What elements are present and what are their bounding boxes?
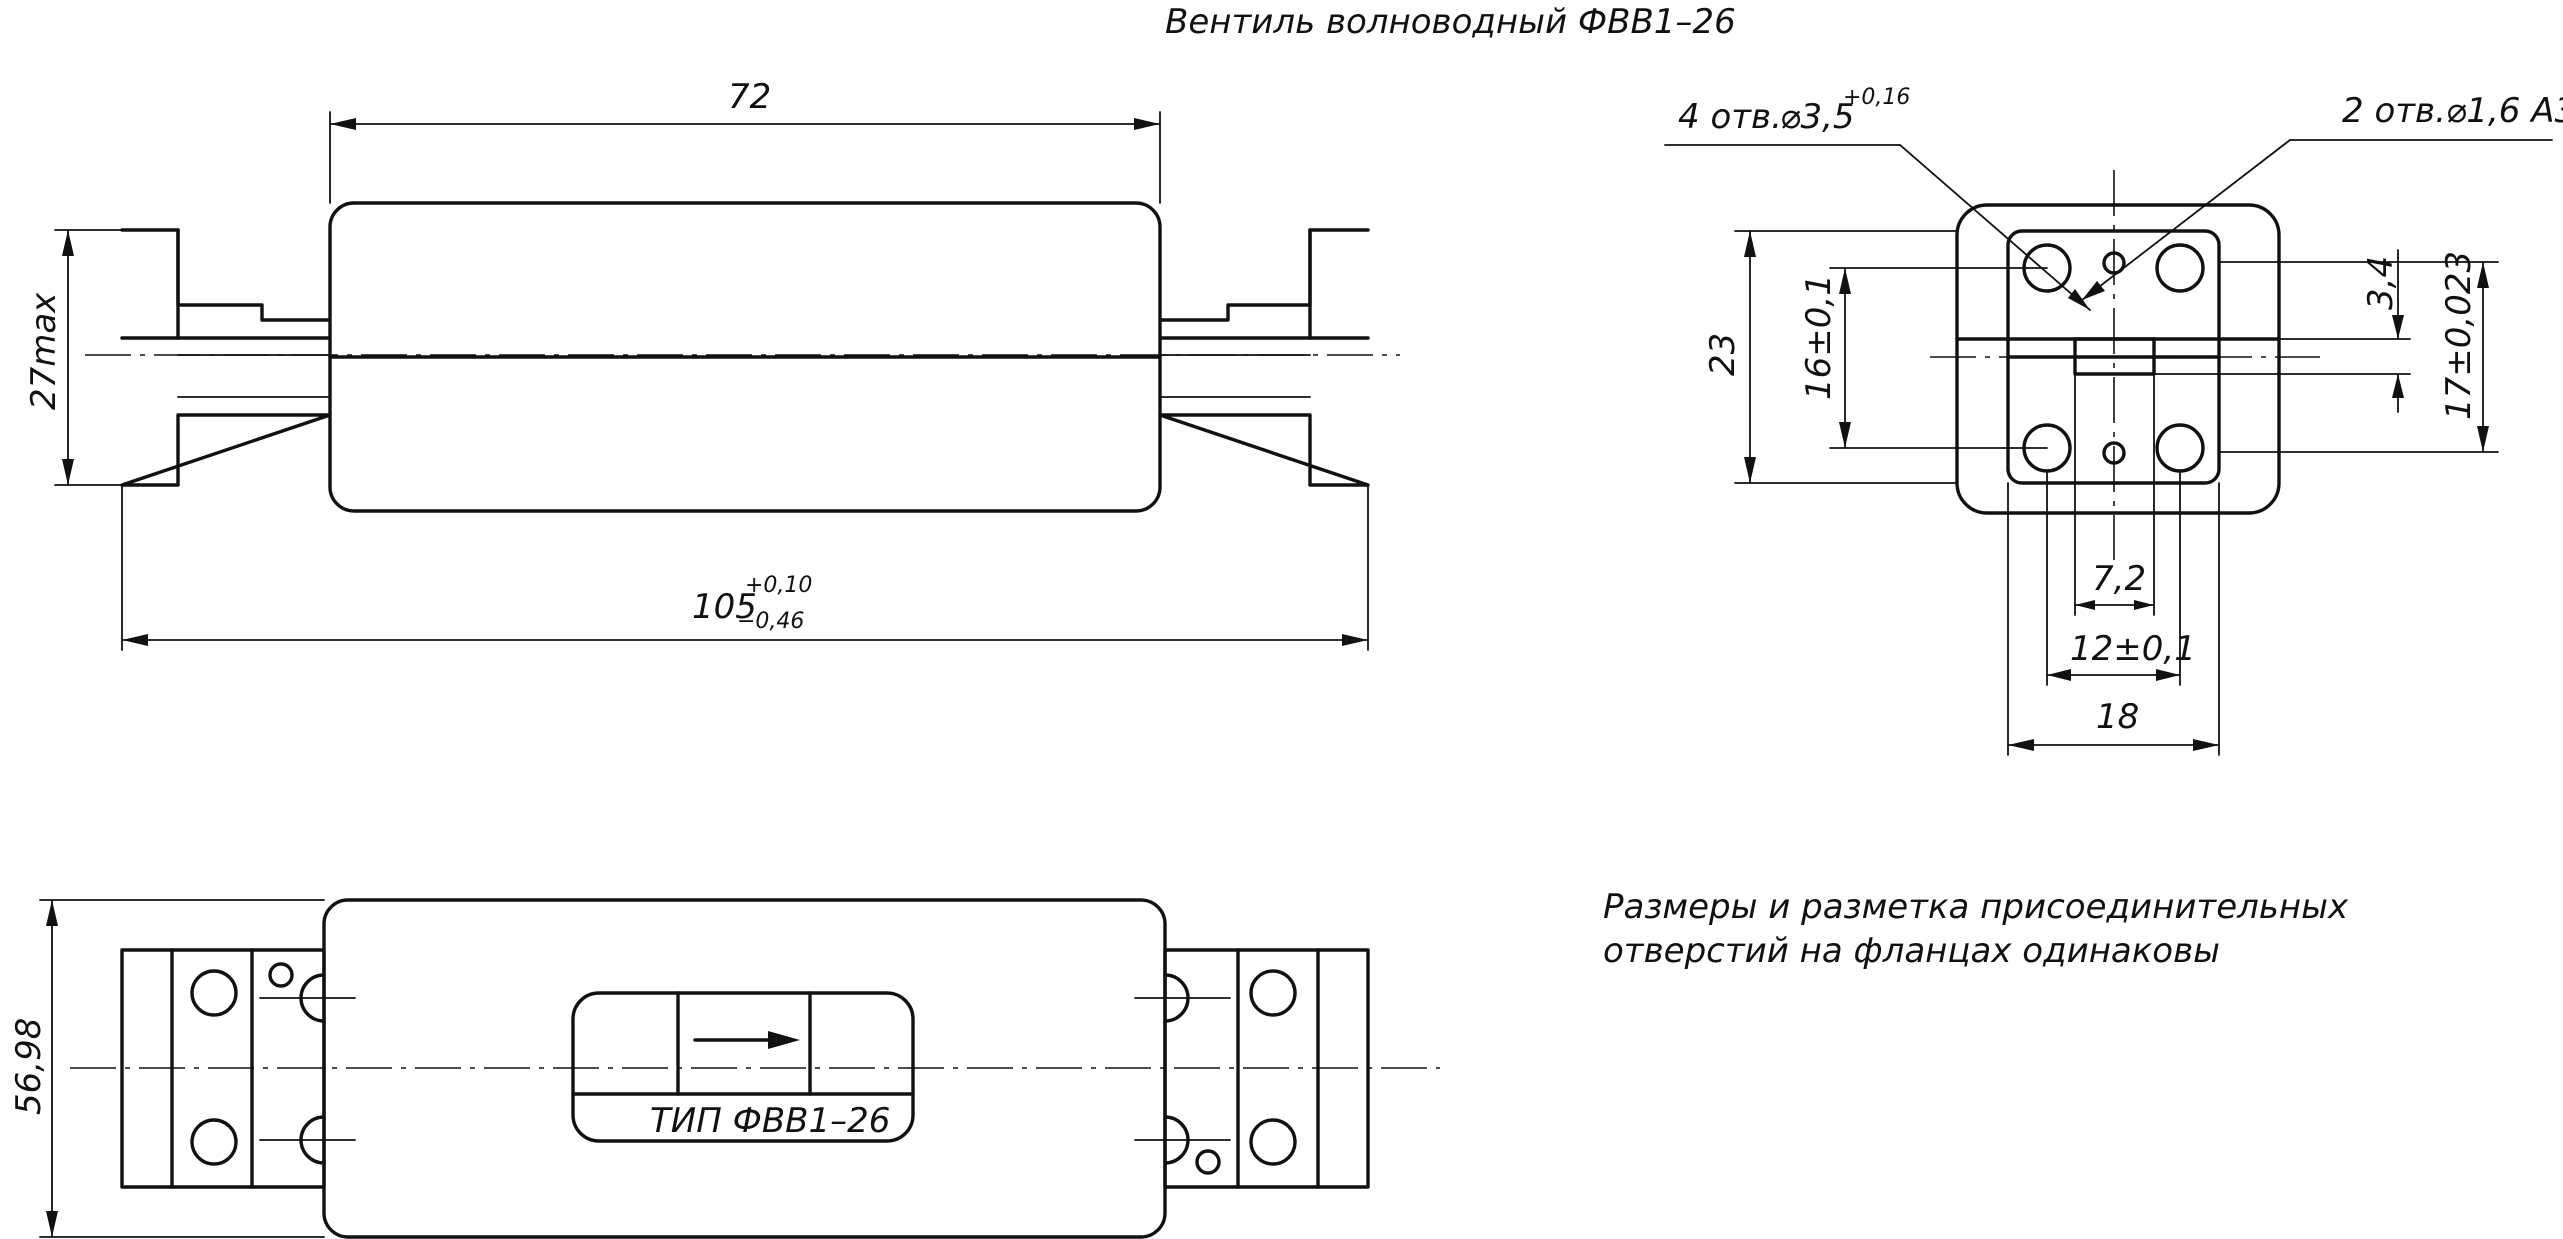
note-large-holes-dia: ⌀3,5 (1780, 97, 1855, 137)
note-large-holes-prefix: 4 отв. (1678, 97, 1782, 137)
dim-7-2: 7,2 (2074, 373, 2155, 616)
nameplate (571, 991, 915, 1143)
right-flange-outline (1158, 228, 1370, 487)
note-line-1: Размеры и разметка присоединительных (1603, 887, 2349, 927)
top-isolator-body (322, 898, 1167, 1239)
side-view: 72 27max 105 +0,10 −0,46 (24, 77, 1400, 651)
dim-17: 17±0,023 (2218, 251, 2499, 453)
dim-height-27max: 27max (24, 229, 123, 486)
top-view: ТИП ФВВ1–26 56,98 (9, 898, 1440, 1239)
flange-view: 4 отв. ⌀3,5 +0,16 2 отв.⌀1,6 А3 23 (1664, 85, 2563, 756)
nameplate-text: ТИП ФВВ1–26 (650, 1101, 890, 1141)
dim-18: 18 (2007, 482, 2220, 756)
dim-17-text: 17±0,023 (2439, 251, 2479, 420)
dim-105-tol-upper: +0,10 (745, 573, 812, 598)
drawing-title: Вентиль волноводный ФВВ1–26 (1165, 2, 1736, 42)
dim-total-length: 105 +0,10 −0,46 (121, 484, 1369, 651)
flange-hole-large-br (2155, 423, 2205, 473)
dim-length-72: 72 (329, 77, 1161, 204)
dim-3-4-text: 3,4 (2361, 256, 2401, 310)
dim-23-text: 23 (1703, 333, 1743, 376)
dim-27max-text: 27max (24, 292, 64, 410)
dim-12-text: 12±0,1 (2070, 629, 2196, 669)
flange-outer (1955, 203, 2281, 515)
dim-72-text: 72 (728, 77, 771, 117)
flange-hole-large-tr (2155, 243, 2205, 293)
leader-large-holes: 4 отв. ⌀3,5 +0,16 (1664, 85, 2091, 311)
dim-23: 23 (1703, 230, 1958, 484)
dim-56-98-text: 56,98 (9, 1018, 49, 1115)
note-line-2: отверстий на фланцах одинаковы (1603, 931, 2220, 971)
note-small-holes: 2 отв.⌀1,6 А3 (2342, 91, 2563, 131)
dim-16: 16±0,1 (1799, 267, 2048, 449)
left-flange-outline (120, 228, 332, 487)
dim-3-4: 3,4 (2153, 249, 2411, 413)
dim-105-tol-lower: −0,46 (737, 609, 804, 634)
leader-small-holes: 2 отв.⌀1,6 А3 (2081, 91, 2563, 301)
dim-12: 12±0,1 (2046, 470, 2196, 686)
dim-105-text: 105 (692, 587, 757, 627)
note-large-holes-tol: +0,16 (1843, 85, 1910, 110)
dim-18-text: 18 (2096, 697, 2139, 737)
dim-7-2-text: 7,2 (2092, 559, 2146, 599)
dim-16-text: 16±0,1 (1799, 274, 1839, 400)
dim-width-56-98: 56,98 (9, 899, 325, 1238)
